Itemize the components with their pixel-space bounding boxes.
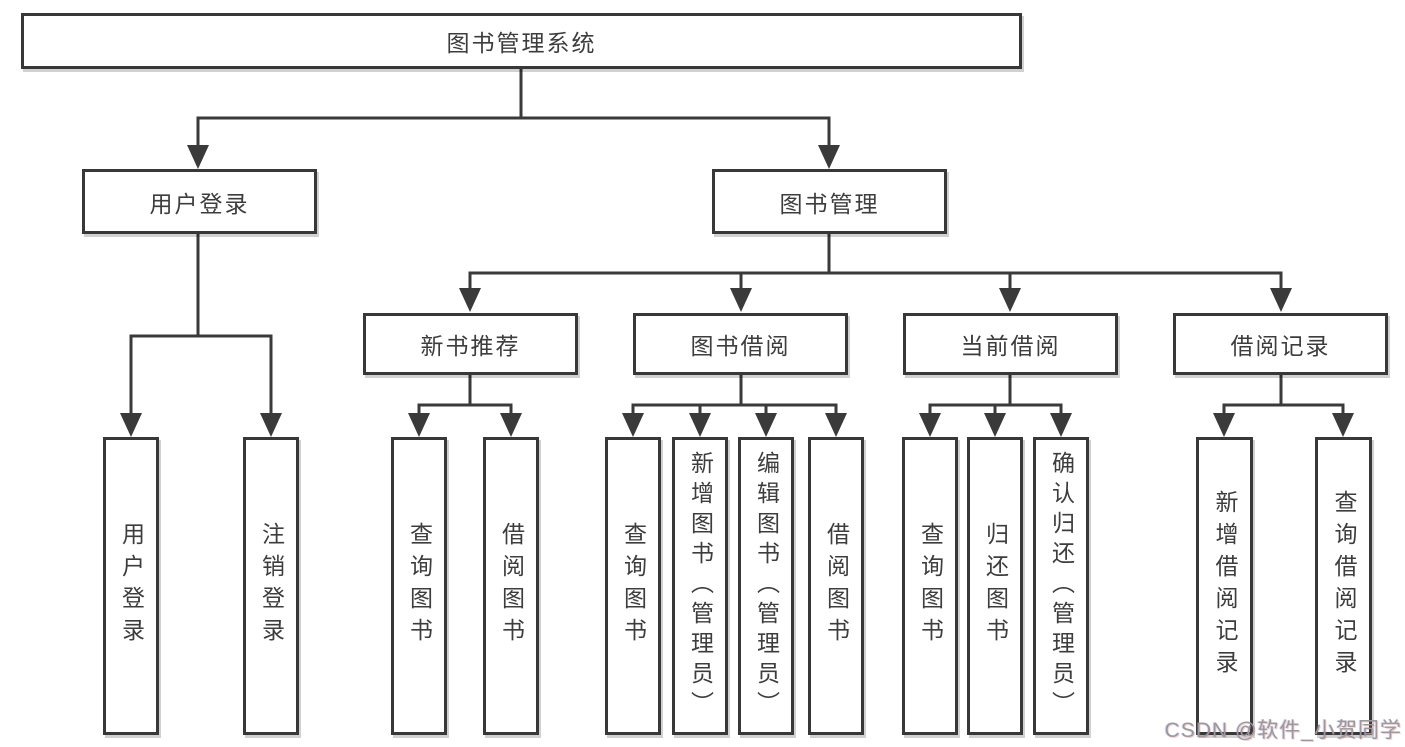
leaf-borrow-books-borrowing: 借阅图书 — [808, 437, 864, 735]
node-label: 新书推荐 — [420, 333, 521, 359]
leaf-logout: 注销登录 — [243, 437, 299, 735]
node-library-management-system: 图书管理系统 — [21, 13, 1022, 69]
node-label: 借阅记录 — [1230, 333, 1331, 359]
node-label: 新增图书（管理员） — [687, 451, 714, 721]
node-label: 用户登录 — [149, 190, 250, 217]
leaf-return-book: 归还图书 — [967, 437, 1023, 735]
node-label: 新增借阅记录 — [1212, 490, 1238, 682]
node-label: 查询借阅记录 — [1331, 490, 1357, 682]
leaf-add-book-admin: 新增图书（管理员） — [672, 437, 728, 735]
connector-edges — [129, 68, 1345, 414]
connector-arrowheads — [120, 145, 1354, 437]
node-book-borrowing: 图书借阅 — [633, 313, 848, 375]
node-label: 当前借阅 — [960, 333, 1061, 359]
leaf-user-login: 用户登录 — [103, 437, 159, 735]
node-label: 注销登录 — [258, 522, 285, 650]
node-label: 图书管理系统 — [446, 30, 597, 56]
leaf-query-books-borrowing: 查询图书 — [605, 437, 661, 735]
leaf-query-books-recommend: 查询图书 — [391, 437, 447, 735]
leaf-add-borrow-record: 新增借阅记录 — [1196, 437, 1253, 735]
node-borrowing-records: 借阅记录 — [1173, 313, 1388, 375]
node-label: 图书借阅 — [690, 333, 791, 359]
leaf-edit-book-admin: 编辑图书（管理员） — [738, 437, 794, 735]
node-label: 归还图书 — [982, 522, 1009, 650]
leaf-query-books-current: 查询图书 — [902, 437, 958, 735]
csdn-watermark: CSDN @软件_小贺同学 — [1164, 719, 1402, 742]
node-label: 图书管理 — [779, 190, 880, 217]
node-label: 查询图书 — [620, 522, 647, 650]
node-label: 借阅图书 — [823, 522, 850, 650]
node-new-book-recommendation: 新书推荐 — [363, 313, 578, 375]
leaf-confirm-return-admin: 确认归还（管理员） — [1033, 437, 1089, 735]
node-label: 查询图书 — [917, 522, 944, 650]
node-label: 借阅图书 — [498, 522, 525, 650]
node-label: 查询图书 — [406, 522, 433, 650]
node-label: 编辑图书（管理员） — [753, 451, 780, 721]
node-book-management: 图书管理 — [712, 169, 947, 234]
leaf-borrow-books-recommend: 借阅图书 — [483, 437, 539, 735]
leaf-query-borrow-record: 查询借阅记录 — [1315, 437, 1372, 735]
node-label: 确认归还（管理员） — [1048, 451, 1075, 721]
node-label: 用户登录 — [118, 522, 145, 650]
node-user-login: 用户登录 — [82, 169, 317, 234]
node-current-borrowing: 当前借阅 — [903, 313, 1118, 375]
